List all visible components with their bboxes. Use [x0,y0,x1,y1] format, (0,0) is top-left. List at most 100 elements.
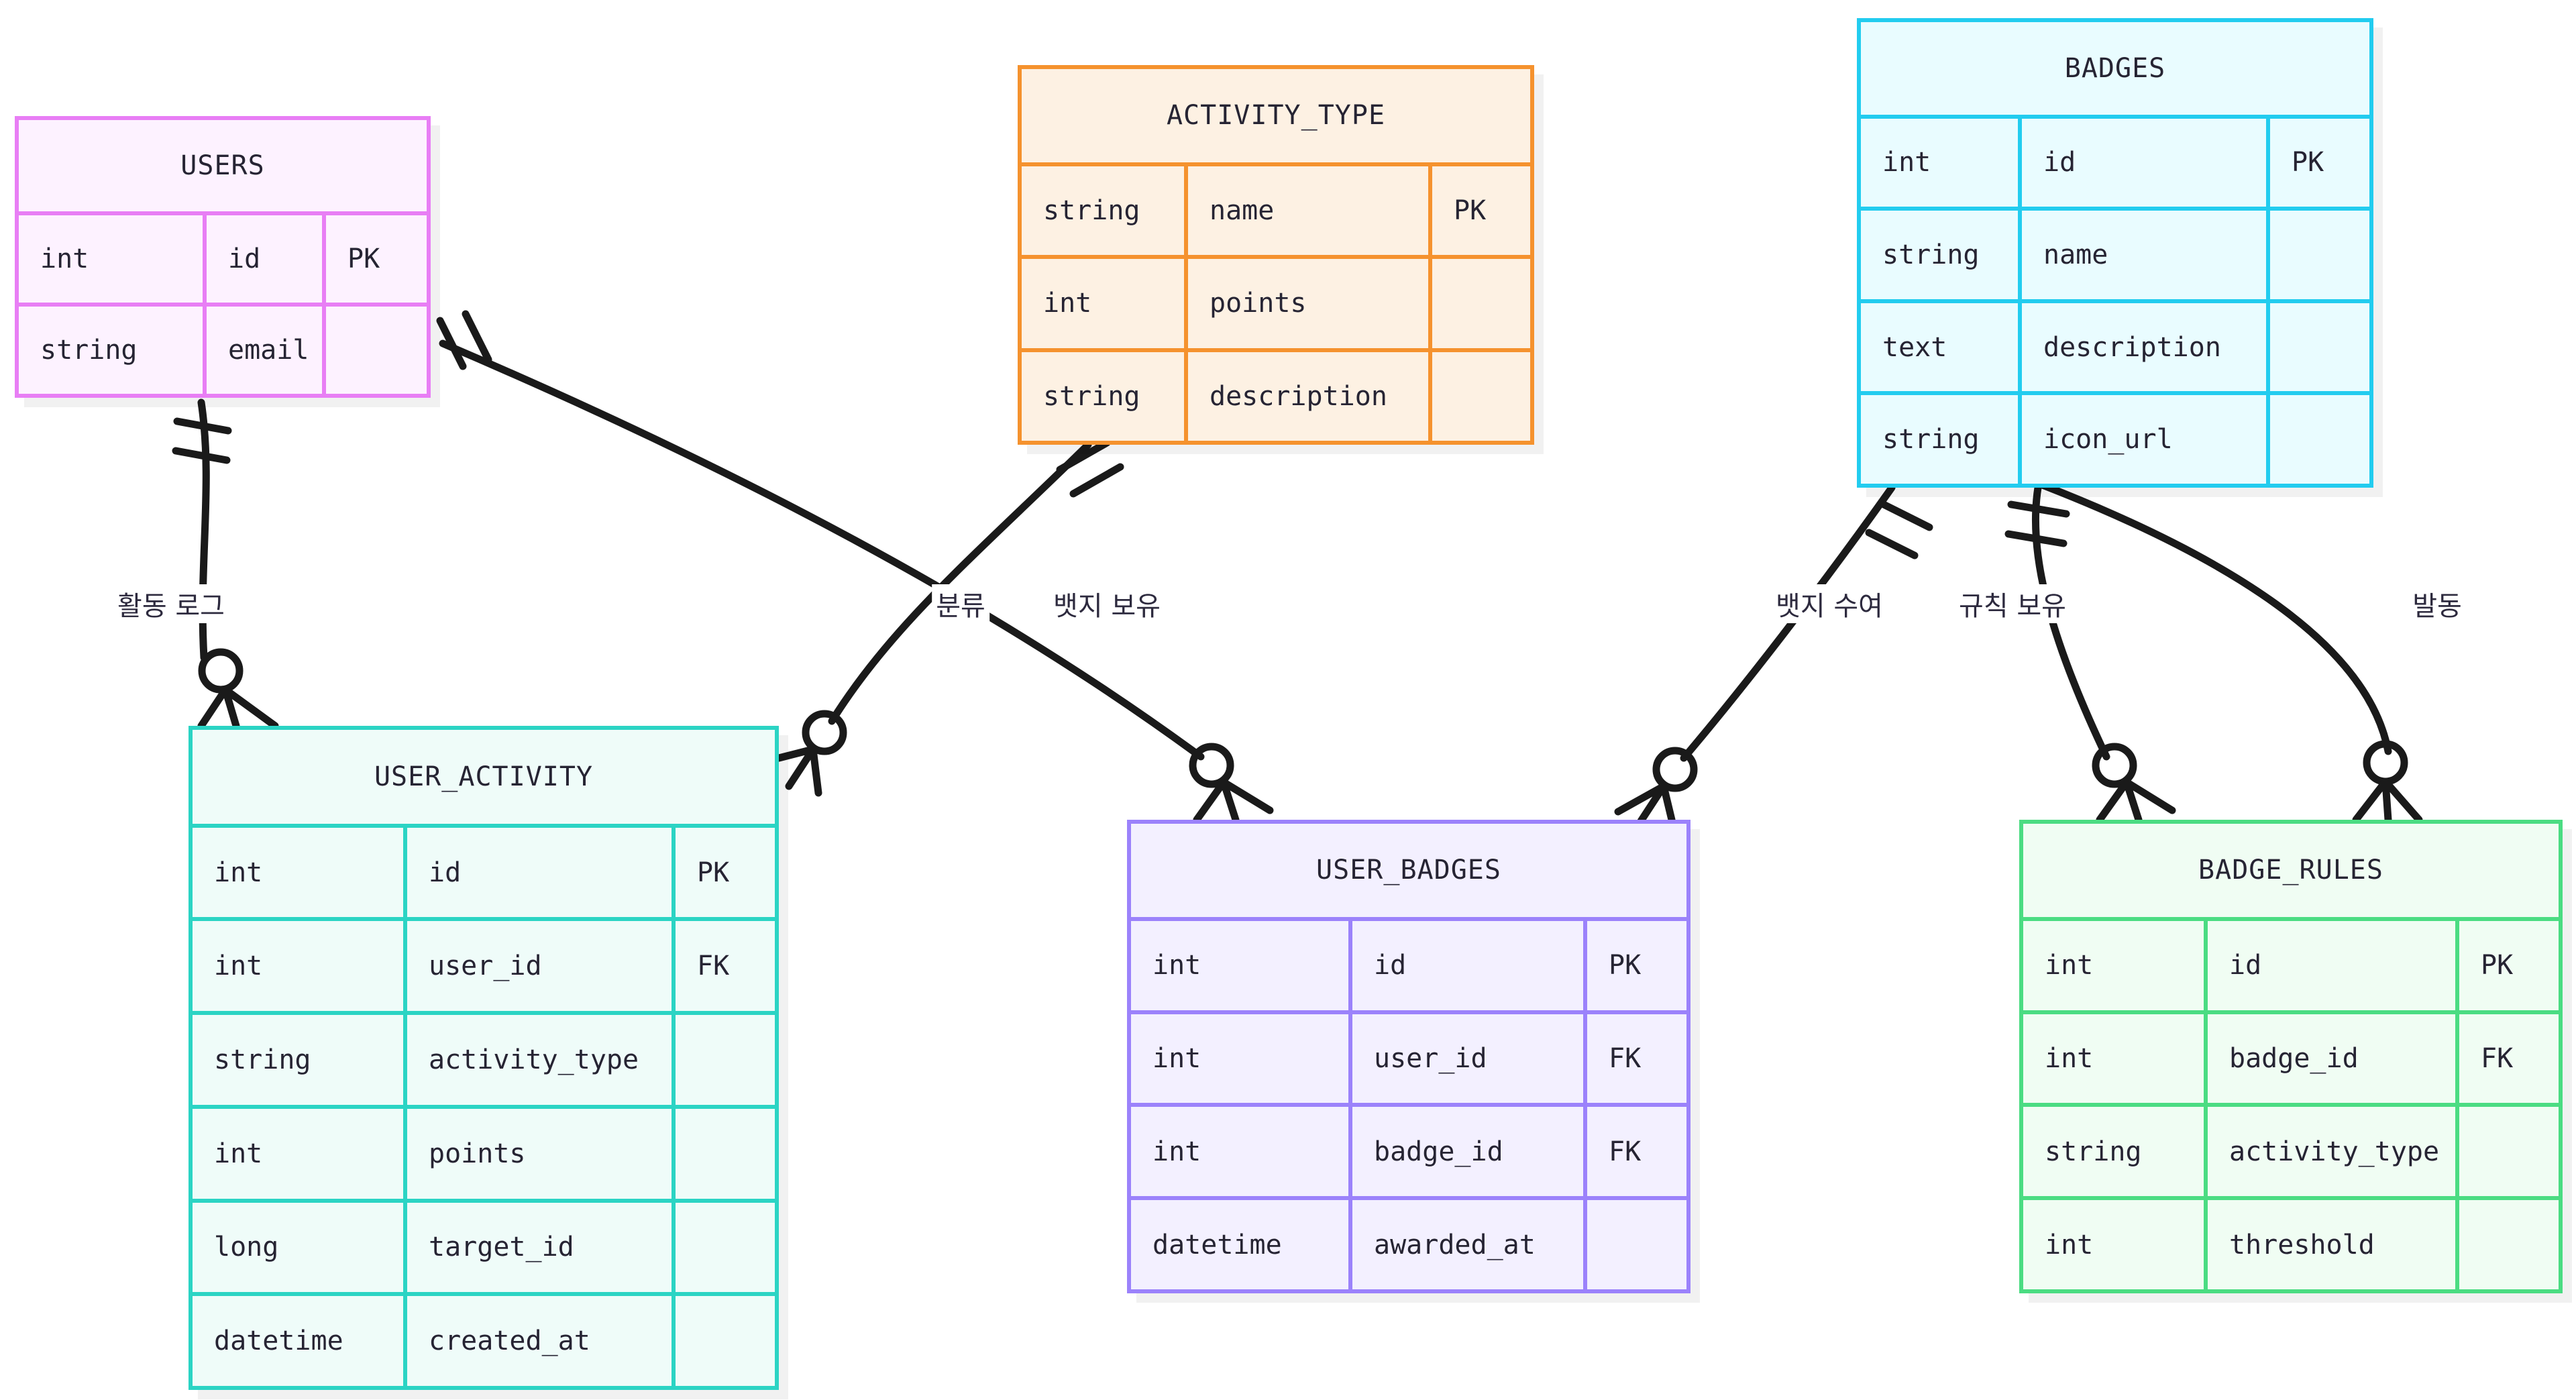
attribute-name: badge_id [1352,1107,1587,1197]
entity-title-user_activity: USER_ACTIVITY [374,761,594,792]
attribute-key: FK [2481,1042,2514,1074]
attribute-name: email [207,307,326,394]
attribute-type: int [19,215,207,303]
card-exactly-one-acttype-classify [1056,439,1124,498]
relationship-label-rel-badge-hold: 뱃지 보유 [1049,584,1165,623]
attribute-key: PK [1609,950,1642,981]
attribute-name: icon_url [2022,395,2270,484]
attribute-key: PK [2481,950,2514,981]
relationship-label-rel-trigger: 발동 [2408,584,2466,623]
attribute-type: int [193,1108,407,1199]
attribute-key [2270,211,2369,299]
relationship-label-rel-classify: 분류 [932,584,989,623]
attribute-name: description [2022,303,2270,392]
card-exactly-one-badges-award [1865,500,1933,559]
entity-title-badges: BADGES [2064,52,2166,84]
card-zero-circle-classify [802,710,847,755]
attribute-key [676,1296,775,1386]
card-zero-circle-activity [198,648,244,694]
attribute-type: long [193,1202,407,1293]
entity-title-activity_type: ACTIVITY_TYPE [1166,100,1386,131]
attribute-key [1587,1200,1686,1289]
attribute-key [676,1203,775,1293]
attribute-key [2459,1107,2559,1196]
attribute-type: string [1022,166,1188,255]
relationship-label-rel-rule-hold: 규칙 보유 [1955,584,2070,623]
card-exactly-one-users-activity [172,417,232,464]
relationship-label-rel-activity-log: 활동 로그 [113,584,229,623]
card-many-crow-badgehold [1193,778,1274,824]
attribute-type: string [2023,1107,2208,1197]
attribute-type: int [2023,920,2208,1010]
entity-title-badge_rules: BADGE_RULES [2198,855,2383,886]
edge-trigger [2037,480,2392,755]
attribute-key: PK [347,244,380,274]
attribute-key: FK [1609,1042,1642,1074]
attribute-key: PK [2292,147,2324,178]
attribute-key: FK [697,951,730,982]
attribute-key [2270,303,2369,392]
attribute-name: id [1352,920,1587,1010]
card-zero-circle-rulehold [2092,743,2137,788]
attribute-name: awarded_at [1352,1200,1587,1289]
attribute-name: user_id [1352,1014,1587,1103]
attribute-type: int [2023,1014,2208,1103]
attribute-type: int [1131,1107,1352,1197]
attribute-key [2459,1200,2559,1289]
card-exactly-one-users-badges [436,310,492,370]
attribute-type: int [1861,118,2022,207]
attribute-key [2270,395,2369,484]
card-many-crow-rulehold [2096,778,2176,824]
card-many-crow-trigger [2352,777,2423,824]
attribute-type: int [2023,1200,2208,1289]
attribute-name: id [407,827,676,918]
attribute-name: activity_type [407,1015,676,1105]
attribute-name: points [407,1108,676,1199]
attribute-type: text [1861,303,2022,392]
attribute-type: string [19,307,207,394]
entity-title-user_badges: USER_BADGES [1316,855,1501,886]
attribute-name: user_id [407,921,676,1012]
attribute-key: PK [697,857,730,888]
edge-classify [828,441,1092,725]
attribute-name: activity_type [2208,1107,2459,1197]
attribute-type: string [1861,211,2022,299]
attribute-key [676,1109,775,1199]
attribute-key [1432,352,1530,441]
attribute-type: string [193,1015,407,1105]
attribute-type: int [1022,259,1188,348]
attribute-name: threshold [2208,1200,2459,1289]
attribute-key: PK [1454,195,1487,226]
attribute-type: int [193,921,407,1012]
attribute-key [676,1015,775,1105]
attribute-name: description [1188,352,1432,441]
card-many-crow-award [1614,782,1676,825]
attribute-type: int [193,827,407,918]
card-zero-circle-badgehold [1189,743,1234,788]
